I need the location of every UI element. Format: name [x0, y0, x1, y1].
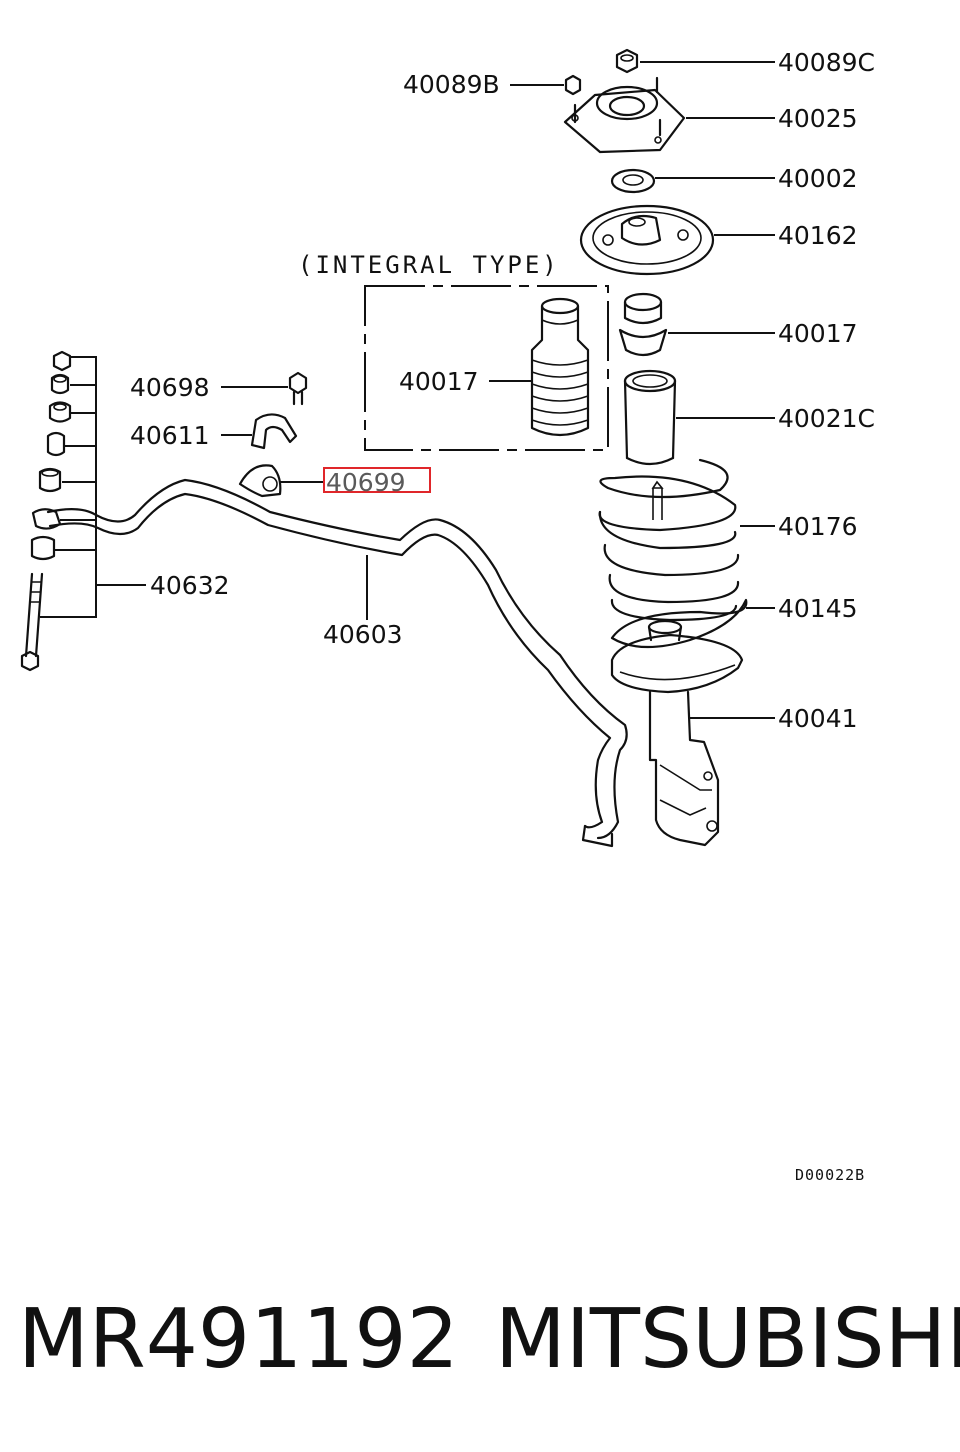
brand-name: MITSUBISHI: [495, 1292, 960, 1387]
part-number: MR491192: [18, 1292, 459, 1387]
label-40017-box: 40017: [399, 367, 479, 396]
strut-mount-40025-drawing: [563, 76, 686, 154]
link-bracket-40632: [40, 356, 146, 618]
spring-seat-40162-drawing: [579, 204, 715, 276]
label-40089b: 40089B: [403, 70, 500, 99]
label-40698: 40698: [130, 373, 210, 402]
label-40041: 40041: [778, 704, 858, 733]
boot-40017-drawing: [530, 297, 590, 437]
label-40021c: 40021C: [778, 404, 875, 433]
label-40025: 40025: [778, 104, 858, 133]
bolt-40698-drawing: [288, 371, 308, 406]
nut-40089b-drawing: [564, 74, 582, 96]
highlight-box-40699: [323, 467, 431, 493]
coil-spring-40176-drawing: [598, 458, 740, 622]
label-40176: 40176: [778, 512, 858, 541]
label-integral-type: (INTEGRAL TYPE): [298, 251, 560, 279]
integral-type-box: [364, 285, 609, 451]
label-40162: 40162: [778, 221, 858, 250]
label-40611: 40611: [130, 421, 210, 450]
label-40145: 40145: [778, 594, 858, 623]
label-40603: 40603: [323, 620, 403, 649]
label-40017-right: 40017: [778, 319, 858, 348]
bearing-40002-drawing: [610, 168, 656, 194]
label-40699: 40699: [326, 468, 406, 497]
bump-stopper-40017-drawing: [618, 292, 668, 357]
stabilizer-bar-40603-drawing: [46, 478, 628, 848]
bushing-40699-drawing: [238, 464, 282, 498]
bracket-40611-drawing: [250, 413, 298, 450]
dust-cover-40021c-drawing: [623, 369, 677, 466]
stabilizer-link-40632-drawing: [20, 350, 72, 672]
strut-40041-drawing: [610, 619, 744, 847]
nut-40089c-drawing: [615, 48, 639, 74]
exploded-view-svg: 40089C 40089B 40025 40002 40162 (INTEGRA…: [20, 48, 875, 1184]
spring-pad-40145-drawing: [610, 598, 748, 649]
label-40632: 40632: [150, 571, 230, 600]
label-40002: 40002: [778, 164, 858, 193]
drawing-code: D00022B: [795, 1166, 865, 1184]
label-40089c: 40089C: [778, 48, 875, 77]
